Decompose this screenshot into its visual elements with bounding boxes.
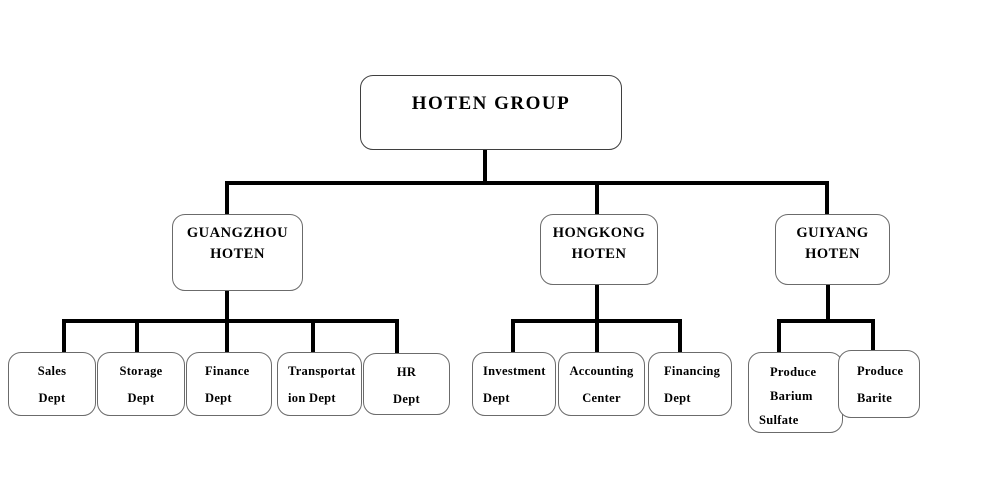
org-node-financing-dept: Financing Dept	[648, 352, 732, 416]
node-label: Finance	[205, 364, 250, 378]
node-label: Dept	[127, 391, 155, 405]
org-node-investment-dept: Investment Dept	[472, 352, 556, 416]
org-node-storage-dept: Storage Dept	[97, 352, 185, 416]
connector-hongkong-bus	[511, 319, 682, 323]
connector-drop-barite	[871, 319, 875, 350]
connector-drop-guiyang	[825, 181, 829, 215]
node-label: Financing	[664, 364, 721, 378]
connector-level1-bus	[225, 181, 829, 185]
node-label: GUIYANG	[796, 225, 869, 241]
node-label: Dept	[38, 391, 66, 405]
node-label: HONGKONG	[552, 225, 646, 241]
org-node-accounting-center: Accounting Center	[558, 352, 645, 416]
connector-drop-investment	[511, 319, 515, 352]
connector-hongkong-down	[595, 285, 599, 352]
org-node-sales-dept: Sales Dept	[8, 352, 96, 416]
node-label: HOTEN GROUP	[411, 93, 571, 114]
org-node-guiyang-hoten: GUIYANG HOTEN	[775, 214, 890, 285]
connector-drop-barium-sulfate	[777, 319, 781, 352]
org-node-guangzhou-hoten: GUANGZHOU HOTEN	[172, 214, 303, 291]
org-node-hr-dept: HR Dept	[363, 353, 450, 415]
node-label: Accounting	[569, 364, 634, 378]
connector-drop-guangzhou	[225, 181, 229, 215]
node-label: HOTEN	[805, 246, 860, 262]
org-node-produce-barite: Produce Barite	[838, 350, 920, 418]
node-label: Center	[582, 391, 621, 405]
connector-drop-hongkong	[595, 181, 599, 215]
connector-root-stub	[483, 150, 487, 183]
node-label: Transportat	[288, 364, 356, 378]
connector-drop-financing	[678, 319, 682, 352]
node-label: Dept	[664, 391, 691, 405]
node-label: GUANGZHOU	[186, 225, 289, 241]
node-label: HR	[396, 365, 417, 379]
connector-drop-sales	[62, 319, 66, 352]
node-label: Storage	[119, 364, 163, 378]
connector-guiyang-bus	[777, 319, 875, 323]
node-label: Investment	[483, 364, 546, 378]
node-label: Barium	[770, 389, 813, 403]
connector-guiyang-down	[826, 285, 830, 323]
node-label: Dept	[393, 392, 420, 406]
connector-guangzhou-bus	[62, 319, 399, 323]
node-label: Produce	[770, 365, 817, 379]
org-node-transportation-dept: Transportat ion Dept	[277, 352, 362, 416]
node-label: Sales	[37, 364, 67, 378]
connector-drop-transportation	[311, 319, 315, 352]
node-label: Dept	[483, 391, 510, 405]
org-node-hongkong-hoten: HONGKONG HOTEN	[540, 214, 658, 285]
connector-drop-storage	[135, 319, 139, 352]
org-node-hoten-group: HOTEN GROUP	[360, 75, 622, 150]
node-label: Barite	[857, 391, 893, 405]
node-label: Produce	[857, 364, 904, 378]
org-node-finance-dept: Finance Dept	[186, 352, 272, 416]
node-label: ion Dept	[288, 391, 336, 405]
org-node-produce-barium-sulfate: Produce Barium Sulfate	[748, 352, 843, 433]
node-label: Dept	[205, 391, 232, 405]
node-label: HOTEN	[210, 246, 265, 262]
node-label: HOTEN	[571, 246, 627, 262]
connector-drop-hr	[395, 319, 399, 353]
node-label: Sulfate	[759, 413, 799, 427]
